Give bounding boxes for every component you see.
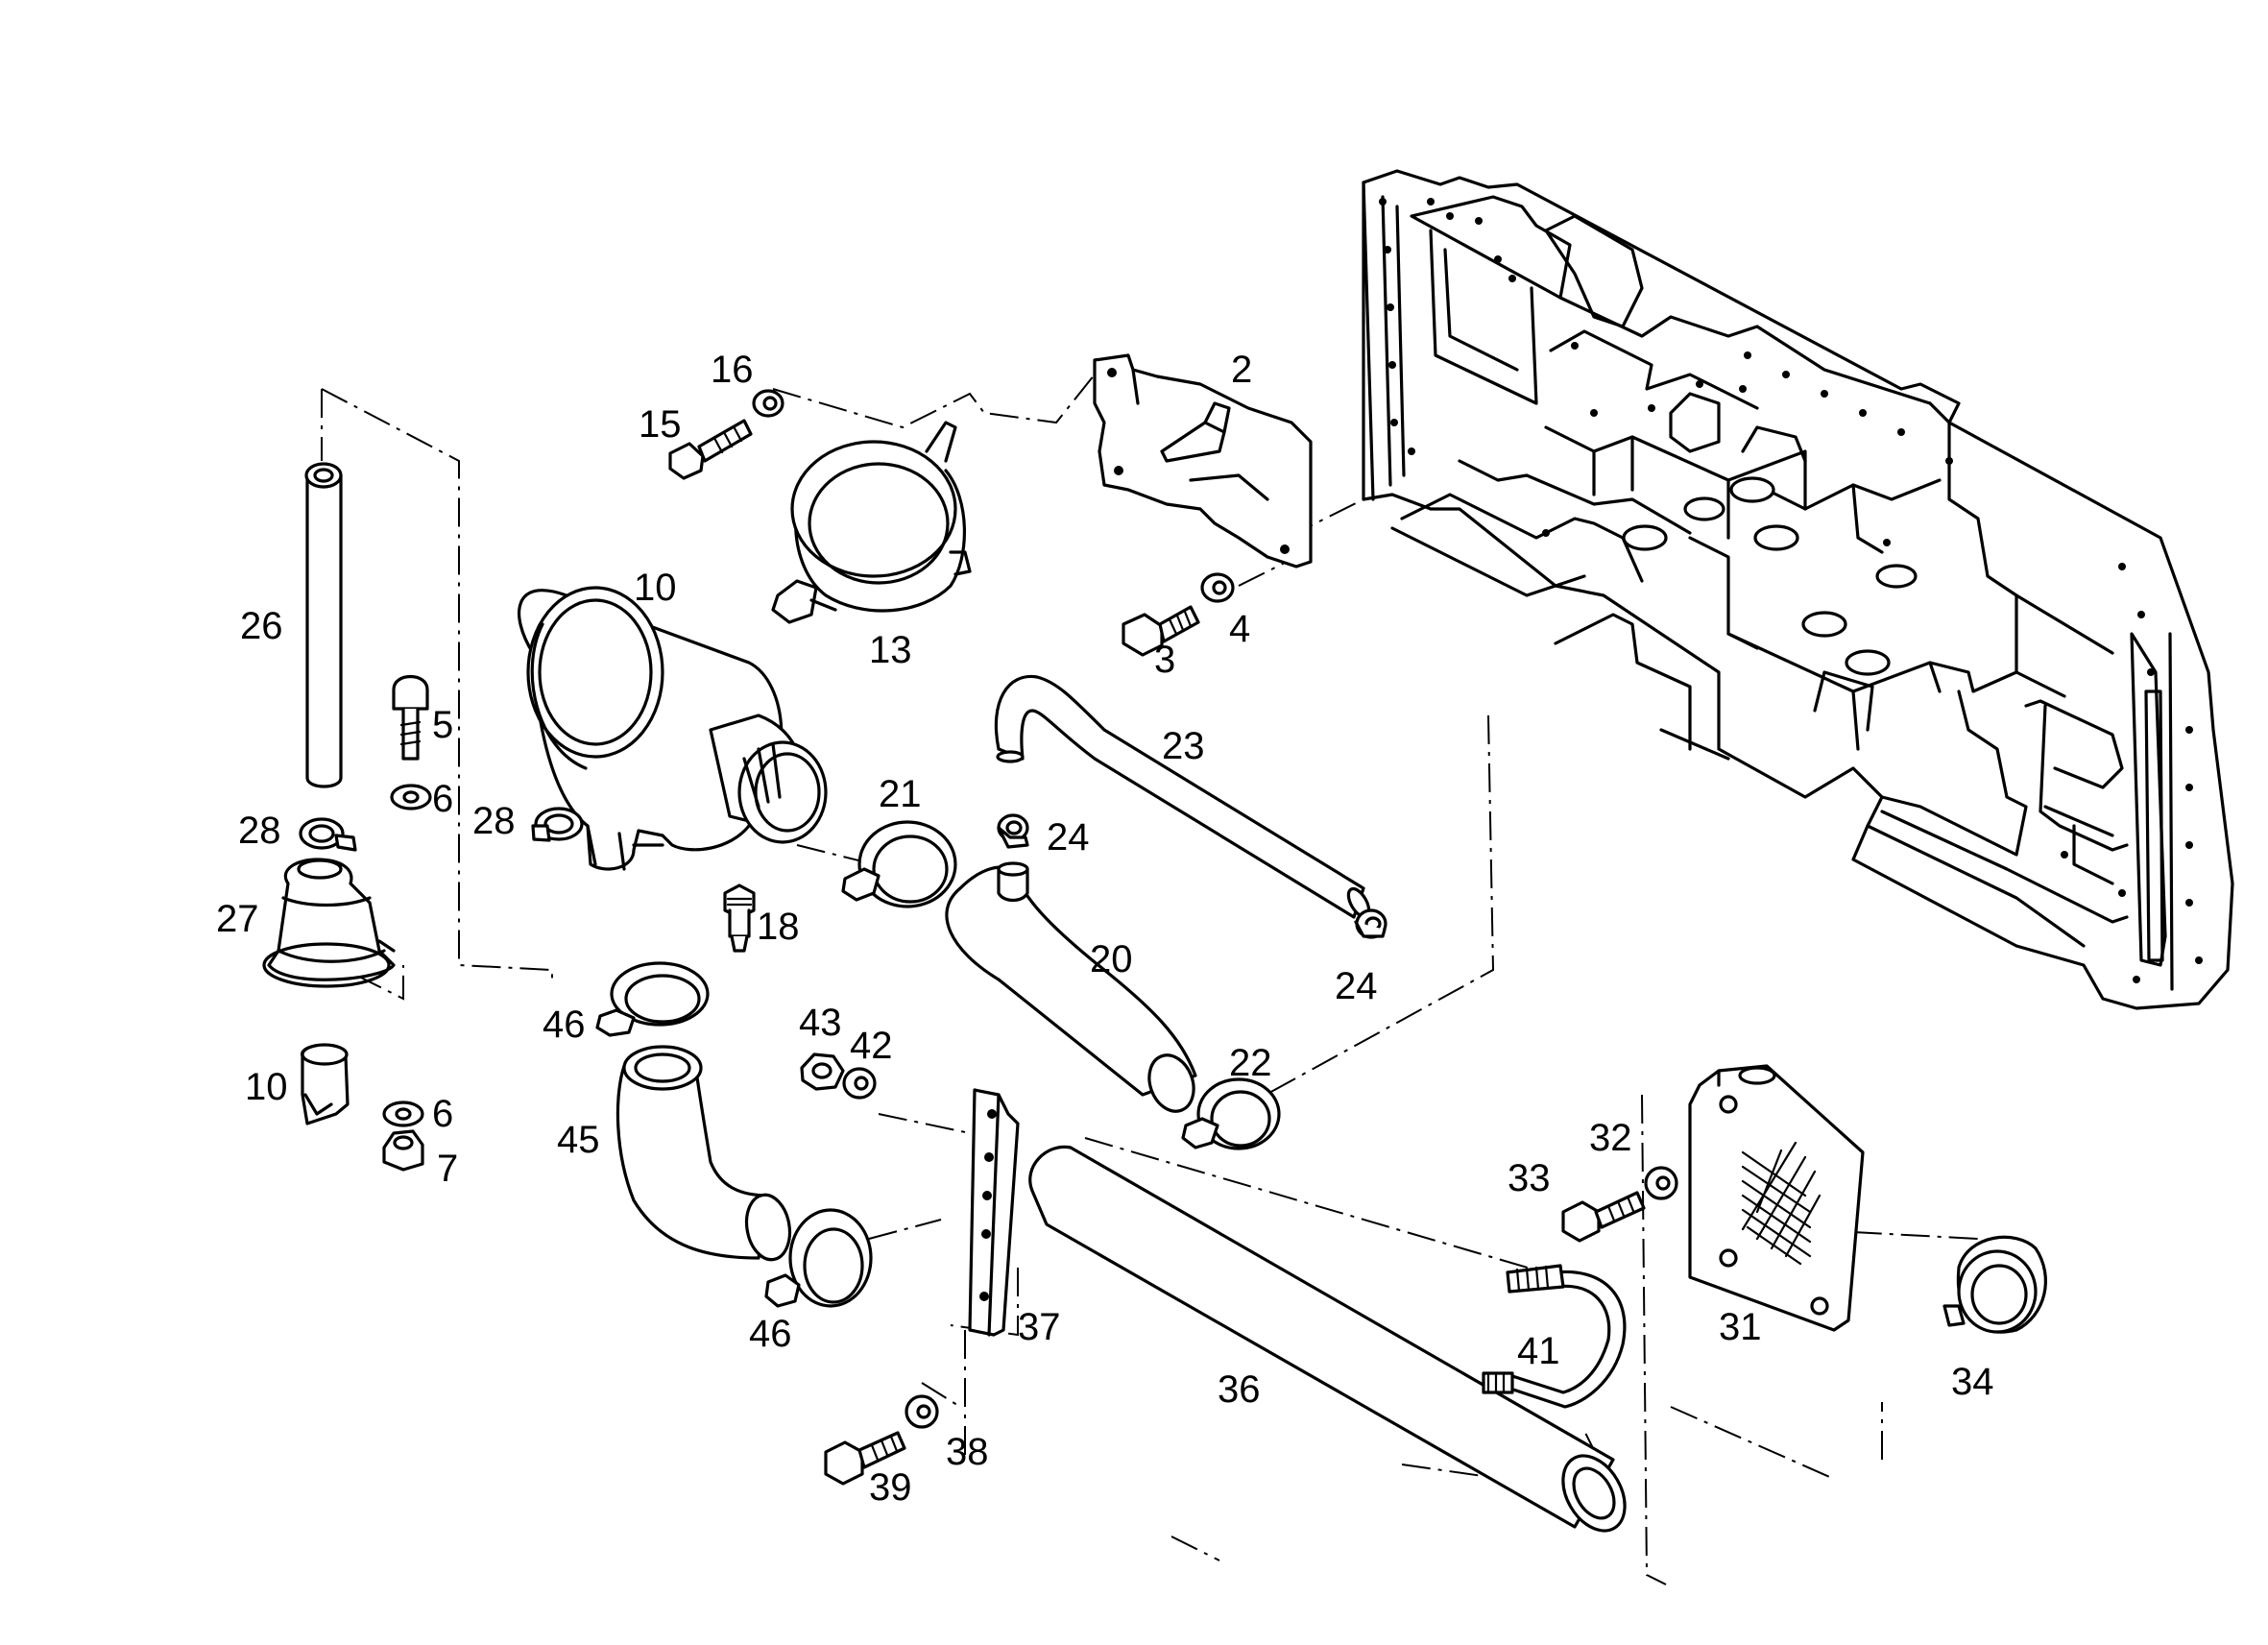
label-7: 7 (437, 1148, 458, 1190)
label-34: 34 (1951, 1361, 1994, 1403)
bolt-5 (392, 675, 429, 761)
label-24b: 24 (1335, 965, 1378, 1007)
label-2: 2 (1231, 349, 1252, 391)
valve-18 (723, 883, 756, 953)
label-10b: 10 (245, 1066, 288, 1108)
label-31: 31 (1719, 1306, 1762, 1348)
callout-labels: 2 3 4 5 6 6 7 10 10 13 15 16 18 20 21 22… (216, 349, 1994, 1509)
label-41: 41 (1517, 1330, 1560, 1372)
label-28b: 28 (472, 800, 516, 842)
label-6b: 6 (432, 1093, 453, 1135)
label-46b: 46 (749, 1313, 792, 1355)
label-26: 26 (240, 605, 283, 647)
nut-43 (800, 1052, 845, 1091)
label-16: 16 (711, 349, 754, 391)
pipe-26 (304, 462, 343, 788)
boot-27 (262, 858, 396, 988)
main-housing-frame (1362, 169, 2234, 1010)
label-42: 42 (850, 1025, 893, 1067)
washer-42 (842, 1067, 877, 1100)
washer-16 (752, 389, 784, 418)
label-37: 37 (1018, 1306, 1061, 1348)
band-clamp-13 (771, 421, 972, 624)
u-clamp-41 (1482, 1264, 1627, 1409)
label-38: 38 (946, 1431, 989, 1473)
bolt-15 (668, 419, 753, 480)
label-33: 33 (1508, 1157, 1551, 1199)
mesh-screen (1741, 1141, 1822, 1266)
label-22: 22 (1229, 1042, 1272, 1084)
washer-32 (1644, 1166, 1678, 1200)
clamp-28b (531, 807, 584, 842)
label-4: 4 (1229, 608, 1250, 650)
washer-4 (1200, 572, 1235, 603)
label-15: 15 (639, 403, 682, 446)
clamp-28a (299, 817, 357, 852)
label-18: 18 (757, 906, 800, 948)
label-28a: 28 (238, 810, 281, 852)
washer-38 (905, 1394, 939, 1429)
label-23: 23 (1162, 725, 1205, 767)
label-45: 45 (557, 1119, 600, 1161)
bolt-39 (824, 1431, 906, 1486)
elbow-hose-45 (615, 1045, 792, 1262)
label-36: 36 (1218, 1368, 1261, 1411)
hose-clamp-22 (1181, 1077, 1281, 1150)
hose-clamp-21 (841, 820, 957, 908)
clamp-ring-34 (1942, 1235, 2047, 1334)
label-21: 21 (879, 773, 922, 815)
inlet-cap-10 (301, 1043, 350, 1125)
label-6a: 6 (432, 778, 453, 820)
washer-6a (390, 784, 432, 810)
label-13: 13 (869, 629, 912, 671)
label-5: 5 (432, 704, 453, 746)
label-32: 32 (1589, 1117, 1632, 1159)
flange-plate-31 (1688, 1064, 1865, 1332)
mounting-plate (1093, 353, 1313, 568)
label-3: 3 (1154, 639, 1175, 681)
label-46a: 46 (543, 1004, 586, 1046)
hose-20 (945, 861, 1197, 1113)
label-24a: 24 (1047, 816, 1090, 859)
hose-clamp-46b (764, 1208, 873, 1308)
small-clamp-24b (1354, 908, 1387, 939)
bolt-33 (1561, 1191, 1646, 1243)
label-27: 27 (216, 898, 259, 940)
hose-clamp-46a (595, 961, 710, 1037)
label-39: 39 (869, 1466, 912, 1509)
bracket-strap-37 (968, 1088, 1020, 1337)
air-filter-10 (518, 586, 828, 871)
bolt-3 (1122, 605, 1200, 657)
label-20: 20 (1090, 938, 1133, 980)
long-tube-36 (1028, 1145, 1627, 1533)
small-clamp-24a (997, 813, 1029, 849)
bent-pipe-23 (994, 674, 1371, 919)
assembly-centerlines (321, 374, 2037, 1585)
nut-7 (382, 1129, 424, 1172)
label-10a: 10 (634, 567, 677, 609)
label-43: 43 (799, 1002, 842, 1044)
washer-6b (382, 1101, 424, 1127)
